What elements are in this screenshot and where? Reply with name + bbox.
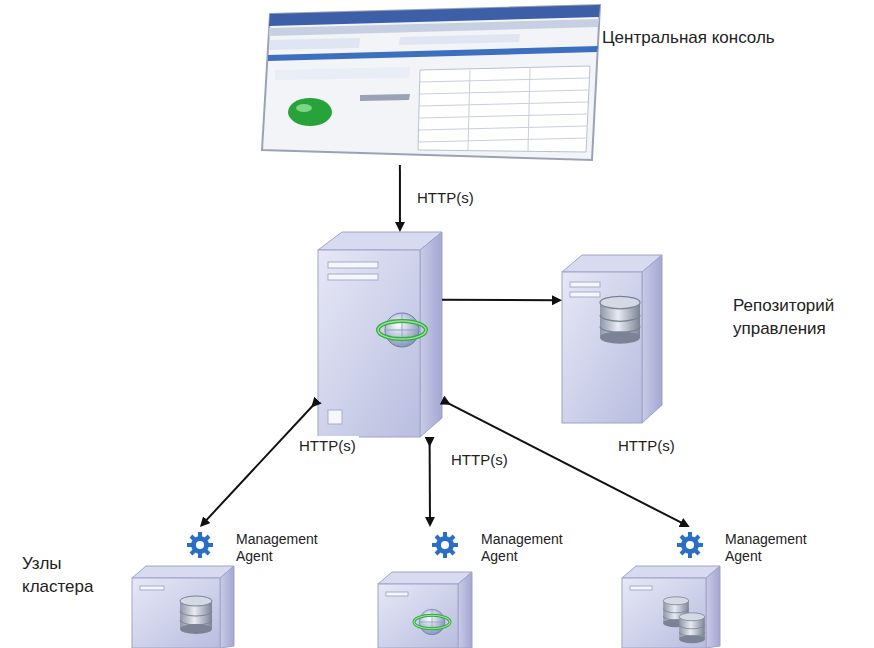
http-arrow [429, 442, 431, 522]
cluster-node: Management Agent [130, 527, 236, 645]
group-label: Узлы кластера [22, 553, 132, 599]
agent-name: Management Agent [236, 531, 328, 565]
agent-name: Management Agent [725, 531, 817, 565]
http-arrow [203, 404, 314, 524]
node-caption: Центральная консоль [602, 27, 842, 50]
http-arrow [442, 299, 557, 302]
protocol-label: HTTP(s) [615, 436, 678, 455]
console-screen: Центральная консоль [262, 5, 600, 165]
protocol-label: HTTP(s) [296, 436, 359, 455]
agent-name: Management Agent [481, 531, 573, 565]
cluster-node: Management Agent [618, 527, 722, 647]
management-server [318, 232, 442, 437]
node-caption: Репозиторий управления [733, 295, 863, 341]
cluster-node: Management Agent [373, 527, 473, 647]
http-arrow [399, 165, 401, 227]
protocol-label: HTTP(s) [448, 450, 511, 469]
repository-server: Репозиторий управления [562, 255, 662, 423]
http-arrow [446, 402, 685, 524]
protocol-label: HTTP(s) [414, 188, 477, 207]
